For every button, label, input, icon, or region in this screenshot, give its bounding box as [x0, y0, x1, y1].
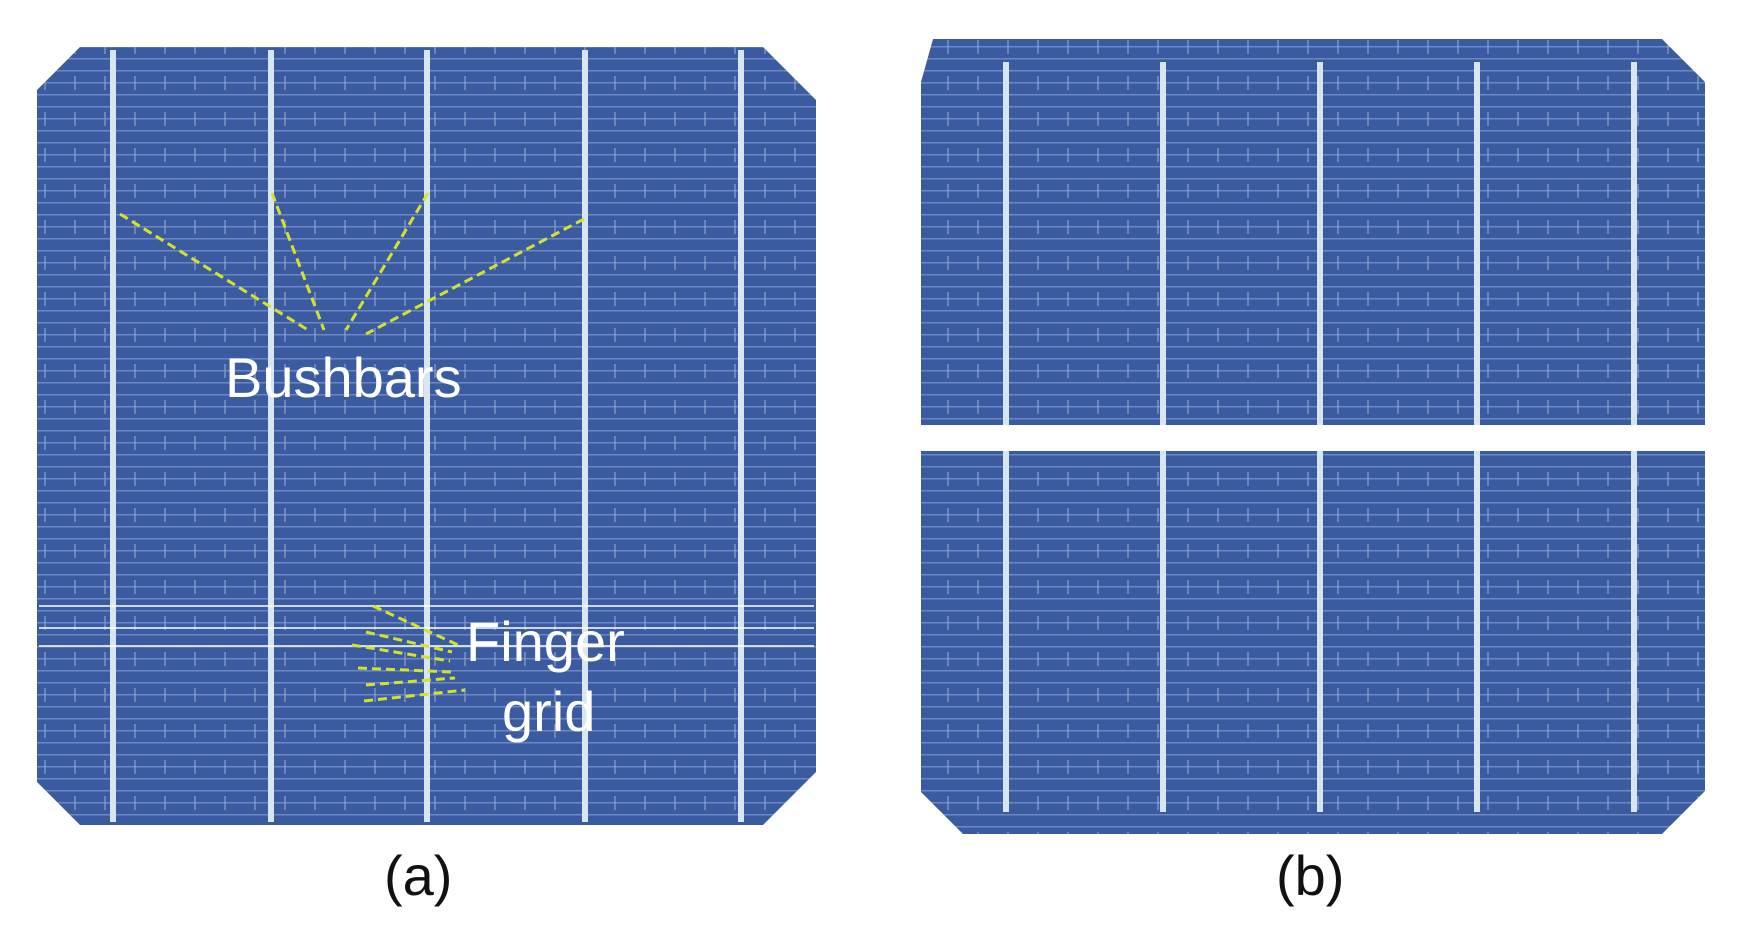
solar-cell-b — [913, 39, 1713, 834]
caption-a: (a) — [384, 844, 453, 907]
busbars-label: Bushbars — [225, 346, 462, 409]
solar-cell-a — [37, 47, 816, 825]
busbar-annotation-lines — [119, 192, 585, 336]
finger-grid-label-line2: grid — [502, 680, 596, 743]
panel-b: (b) — [873, 0, 1746, 927]
busbar-5 — [738, 50, 744, 822]
busbars-top — [1003, 62, 1637, 425]
busbars — [110, 50, 744, 822]
caption-b: (b) — [1276, 844, 1345, 907]
busbar-3 — [424, 50, 430, 822]
busbar-2 — [268, 50, 274, 822]
finger-annotation-lines — [351, 604, 466, 703]
busbar-1 — [110, 50, 116, 822]
finger-grid-label-line1: Finger — [466, 610, 625, 673]
busbar-4 — [582, 50, 588, 822]
panel-a: Bushbars Finger grid (a) — [37, 47, 816, 907]
busbars-bottom — [1003, 451, 1637, 812]
cut-gap — [913, 425, 1713, 451]
